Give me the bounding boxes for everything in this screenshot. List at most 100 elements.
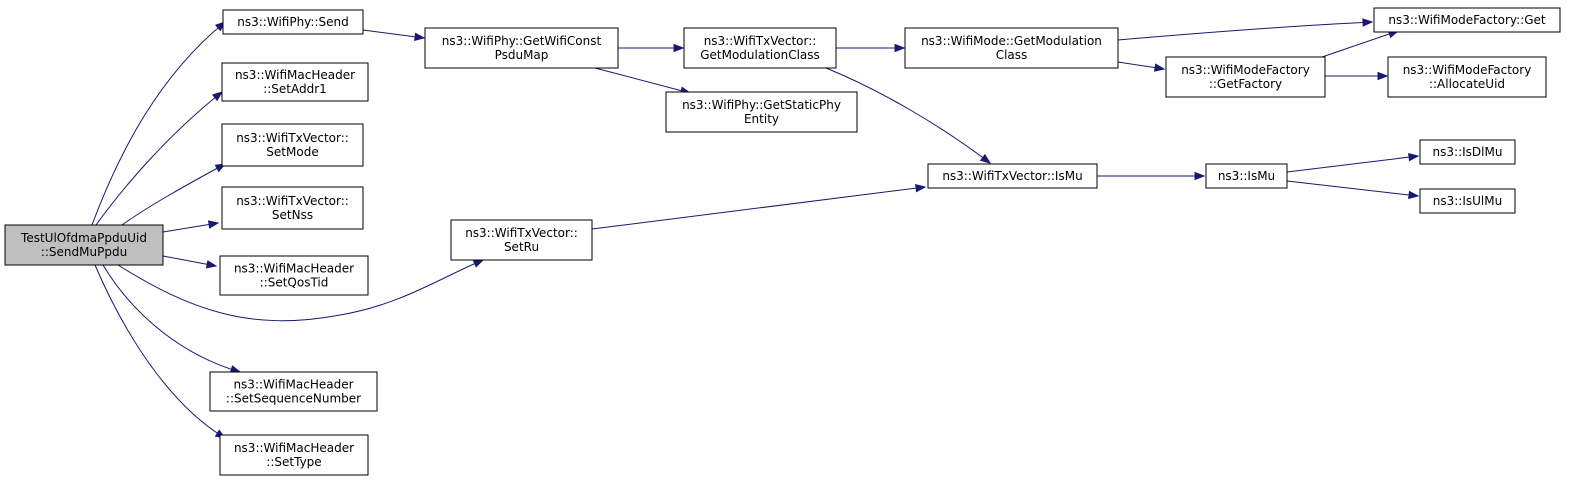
node-txmodclass[interactable]: ns3::WifiTxVector::GetModulationClass [683,27,837,69]
node-factoryget-box [1373,7,1561,33]
node-settype-label-0: ns3::WifiMacHeader [234,441,354,455]
node-setaddr1[interactable]: ns3::WifiMacHeader::SetAddr1 [221,62,369,102]
node-isdlmu[interactable]: ns3::IsDlMu [1419,139,1516,165]
node-allocuid-label-1: ::AllocateUid [1429,77,1505,91]
node-getfactory-box [1165,56,1326,98]
node-setmode-label-0: ns3::WifiTxVector:: [236,131,349,145]
edge-root-to-setmode [121,163,226,226]
node-send[interactable]: ns3::WifiPhy::Send [222,9,364,35]
edge-modemodclass-to-getfactory-arrowhead [1153,63,1166,72]
edge-send-to-getconst-arrowhead [414,32,426,41]
node-txmodclass-label-0: ns3::WifiTxVector:: [704,34,817,48]
edge-root-to-setaddr1 [95,91,223,226]
node-isdlmu-label-0: ns3::IsDlMu [1433,145,1503,159]
node-getfactory-label-0: ns3::WifiModeFactory [1181,63,1310,77]
node-ismu-box [1205,163,1288,189]
node-ismu_tx[interactable]: ns3::WifiTxVector::IsMu [927,163,1098,189]
node-isulmu[interactable]: ns3::IsUlMu [1419,188,1516,214]
node-setru[interactable]: ns3::WifiTxVector::SetRu [450,219,593,261]
node-getstatic-label-0: ns3::WifiPhy::GetStaticPhy [682,98,841,112]
node-ismu[interactable]: ns3::IsMu [1205,163,1288,189]
edge-getconst-to-getstatic [594,67,691,94]
node-modemodclass[interactable]: ns3::WifiMode::GetModulationClass [904,27,1119,69]
edge-ismu-to-isulmu-arrowhead [1408,190,1420,200]
edge-root-to-setru [117,259,484,322]
node-txmodclass-box [683,27,837,69]
node-isdlmu-box [1419,139,1516,165]
node-isulmu-label-0: ns3::IsUlMu [1433,194,1502,208]
node-getfactory[interactable]: ns3::WifiModeFactory::GetFactory [1165,56,1326,98]
node-setseq[interactable]: ns3::WifiMacHeader::SetSequenceNumber [209,371,378,412]
node-setru-label-0: ns3::WifiTxVector:: [465,226,578,240]
node-modemodclass-label-1: Class [996,48,1028,62]
edge-ismu-to-isdlmu-arrowhead [1408,152,1420,162]
node-root-box [4,224,164,266]
node-setnss-label-1: SetNss [272,208,313,222]
node-getconst-box [424,27,619,69]
node-getfactory-label-1: ::GetFactory [1209,77,1282,91]
node-root[interactable]: TestUlOfdmaPpduUid::SendMuPpdu [4,224,164,266]
node-modemodclass-box [904,27,1119,69]
edge-root-to-send [91,21,226,226]
edge-txmodclass-to-modemodclass-arrowhead [894,43,906,53]
node-setqostid-label-1: ::SetQosTid [260,276,329,290]
node-setru-label-1: SetRu [504,240,539,254]
edge-ismu-to-isdlmu [1286,155,1419,173]
node-factoryget[interactable]: ns3::WifiModeFactory::Get [1373,7,1561,33]
edge-root-to-setru-arrowhead [472,259,485,268]
node-setnss-label-0: ns3::WifiTxVector:: [236,194,349,208]
edge-root-to-setseq [102,264,241,373]
node-send-label-0: ns3::WifiPhy::Send [237,15,348,29]
edge-getfactory-to-allocuid-arrowhead [1377,71,1389,81]
edge-getfactory-to-factoryget [1321,30,1399,58]
node-root-label-1: ::SendMuPpdu [41,245,127,259]
node-allocuid[interactable]: ns3::WifiModeFactory::AllocateUid [1387,56,1547,98]
edge-modemodclass-to-factoryget [1117,21,1373,41]
node-factoryget-label-0: ns3::WifiModeFactory::Get [1388,13,1545,27]
node-getconst-label-1: PsduMap [495,48,549,62]
node-isulmu-box [1419,188,1516,214]
node-txmodclass-label-1: GetModulationClass [700,48,820,62]
node-allocuid-label-0: ns3::WifiModeFactory [1403,63,1532,77]
edge-ismu-to-isulmu [1286,180,1419,197]
edge-root-to-setqostid-arrowhead [205,260,218,269]
node-setaddr1-label-1: ::SetAddr1 [263,82,327,96]
node-settype[interactable]: ns3::WifiMacHeader::SetType [219,434,369,476]
edge-getconst-to-txmodclass-arrowhead [673,43,685,53]
node-setnss[interactable]: ns3::WifiTxVector::SetNss [221,186,364,230]
node-root-label-0: TestUlOfdmaPpduUid [20,231,147,245]
edge-txmodclass-to-ismu_tx [825,67,991,164]
node-setmode-box [221,123,364,167]
edge-root-to-settype [94,264,226,439]
node-setmode[interactable]: ns3::WifiTxVector::SetMode [221,123,364,167]
node-getstatic-label-1: Entity [744,112,779,126]
node-settype-label-1: ::SetType [266,455,321,469]
node-ismu_tx-box [927,163,1098,189]
node-ismu-label-0: ns3::IsMu [1218,169,1275,183]
edge-send-to-getconst [362,29,425,39]
edge-setru-to-ismu_tx-arrowhead [915,183,927,193]
node-settype-box [219,434,369,476]
edge-setru-to-ismu_tx [591,186,926,230]
node-setaddr1-label-0: ns3::WifiMacHeader [235,68,355,82]
edge-txmodclass-to-ismu_tx-arrowhead [979,153,992,164]
edge-modemodclass-to-factoryget-arrowhead [1362,18,1374,27]
edge-root-to-setnss-arrowhead [207,220,220,229]
node-setseq-label-1: ::SetSequenceNumber [226,392,361,406]
node-setseq-label-0: ns3::WifiMacHeader [233,378,353,392]
node-setqostid-box [219,255,369,296]
node-ismu_tx-label-0: ns3::WifiTxVector::IsMu [942,169,1082,183]
edge-ismu_tx-to-ismu-arrowhead [1194,171,1206,181]
node-setaddr1-box [221,62,369,102]
node-getstatic-box [665,91,858,133]
node-modemodclass-label-0: ns3::WifiMode::GetModulation [921,34,1102,48]
edge-root-to-setaddr1-arrowhead [211,91,224,102]
node-allocuid-box [1387,56,1547,98]
node-setseq-box [209,371,378,412]
node-send-box [222,9,364,35]
node-setnss-box [221,186,364,230]
node-setqostid[interactable]: ns3::WifiMacHeader::SetQosTid [219,255,369,296]
